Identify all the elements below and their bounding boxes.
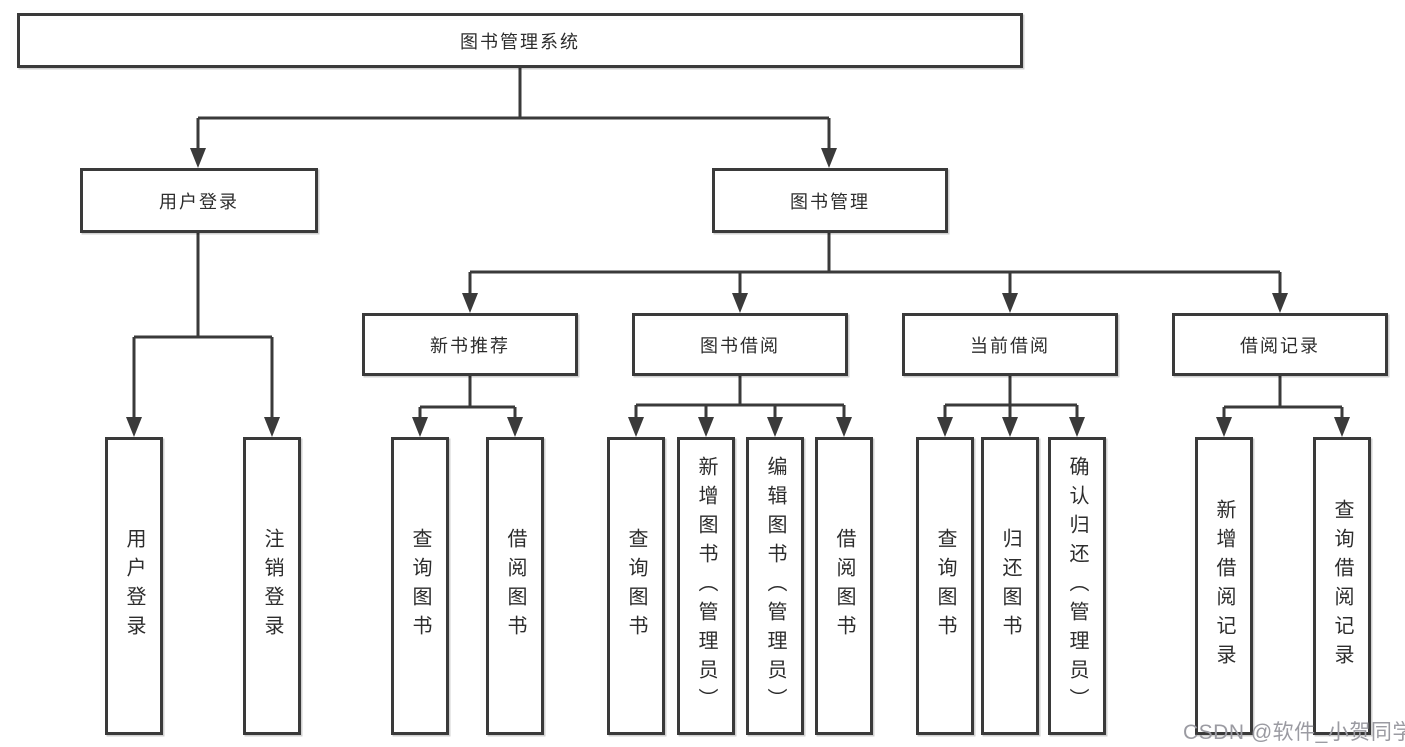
leaf-borrow-books-1: 借阅图书 — [486, 437, 544, 735]
leaf-query-books-2: 查询图书 — [607, 437, 665, 735]
leaf-query-borrow-record: 查询借阅记录 — [1313, 437, 1371, 735]
node-label: 归还图书 — [999, 528, 1021, 644]
node-label: 查询图书 — [409, 528, 431, 644]
node-label: 查询图书 — [934, 528, 956, 644]
node-label: 图书借阅 — [700, 335, 780, 356]
node-label: 新增图书（管理员） — [695, 455, 717, 717]
node-label: 编辑图书（管理员） — [764, 455, 786, 717]
node-book-management: 图书管理 — [712, 168, 948, 233]
node-label: 新书推荐 — [430, 335, 510, 356]
node-new-book-recommend: 新书推荐 — [362, 313, 578, 376]
leaf-edit-books-admin: 编辑图书（管理员） — [746, 437, 804, 735]
leaf-logout: 注销登录 — [243, 437, 301, 735]
node-label: 用户登录 — [159, 191, 239, 212]
leaf-confirm-return-admin: 确认归还（管理员） — [1048, 437, 1106, 735]
node-label: 查询图书 — [625, 528, 647, 644]
node-book-borrowing: 图书借阅 — [632, 313, 848, 376]
node-label: 新增借阅记录 — [1213, 499, 1235, 673]
leaf-query-books-1: 查询图书 — [391, 437, 449, 735]
leaf-user-login: 用户登录 — [105, 437, 163, 735]
leaf-add-books-admin: 新增图书（管理员） — [677, 437, 735, 735]
arrowhead-icons — [126, 148, 1350, 437]
node-label: 注销登录 — [261, 528, 283, 644]
csdn-watermark: CSDN @软件_小贺同学 — [1183, 721, 1405, 744]
leaf-query-books-3: 查询图书 — [916, 437, 974, 735]
leaf-return-books: 归还图书 — [981, 437, 1039, 735]
node-user-login: 用户登录 — [80, 168, 318, 233]
node-label: 图书管理系统 — [460, 31, 580, 52]
node-label: 借阅记录 — [1240, 335, 1320, 356]
node-label: 查询借阅记录 — [1331, 499, 1353, 673]
node-label: 借阅图书 — [833, 528, 855, 644]
node-label: 图书管理 — [790, 191, 870, 212]
node-label: 借阅图书 — [504, 528, 526, 644]
leaf-add-borrow-record: 新增借阅记录 — [1195, 437, 1253, 735]
node-label: 当前借阅 — [970, 335, 1050, 356]
leaf-borrow-books-2: 借阅图书 — [815, 437, 873, 735]
node-label: 用户登录 — [123, 528, 145, 644]
node-current-borrowing: 当前借阅 — [902, 313, 1118, 376]
node-root-library-system: 图书管理系统 — [17, 13, 1023, 68]
node-label: 确认归还（管理员） — [1066, 455, 1088, 717]
node-borrowing-records: 借阅记录 — [1172, 313, 1388, 376]
